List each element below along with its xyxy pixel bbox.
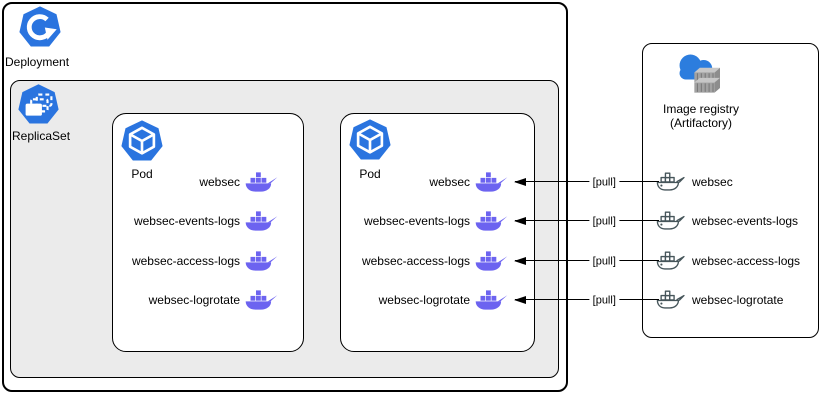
docker-whale-outline-icon [656,290,685,309]
registry-image-row: websec-logrotate [656,287,783,313]
k8s-replicaset-icon [18,84,59,124]
docker-whale-outline-icon [656,172,685,191]
pod-container-row: websec [199,169,278,195]
pod-container-row: websec-events-logs [364,208,508,234]
docker-whale-icon [475,290,508,310]
k8s-pod-icon [121,120,163,161]
docker-whale-icon [475,211,508,231]
pull-arrow: [pull] [514,215,659,229]
pod-container-row: websec-access-logs [362,248,508,274]
image-name: websec-access-logs [692,254,801,268]
arrowhead-icon [514,256,526,265]
registry-image-row: websec-access-logs [656,248,800,274]
container-name: websec [199,175,240,189]
pod-label-2: Pod [359,167,381,181]
pod-container-row: websec-logrotate [379,287,508,313]
docker-whale-outline-icon [656,251,685,270]
pull-arrow: [pull] [514,255,659,269]
pod-container-row: websec-logrotate [149,287,278,313]
docker-whale-icon [245,251,278,271]
cloud-container-registry-icon [679,54,720,93]
docker-whale-icon [245,290,278,310]
image-registry-box [642,43,819,338]
k8s-pod-icon [349,119,391,160]
arrowhead-icon [514,177,526,186]
registry-title-line1: Image registry [662,102,740,116]
container-name: websec [429,175,470,189]
k8s-deployment-icon [19,6,61,47]
docker-whale-outline-icon [656,211,685,230]
pod-container-row: websec-events-logs [134,208,278,234]
pull-label: [pull] [589,215,619,229]
arrowhead-icon [514,295,526,304]
arrowhead-icon [514,216,526,225]
pull-arrow: [pull] [514,294,659,308]
replicaset-label: ReplicaSet [12,129,71,143]
pod-container-row: websec-access-logs [132,248,278,274]
pull-label: [pull] [589,294,619,308]
registry-title-line2: (Artifactory) [669,116,732,130]
deployment-label: Deployment [5,55,70,69]
pull-arrow: [pull] [514,176,659,190]
docker-whale-icon [245,172,278,192]
pod-container-row: websec [429,169,508,195]
docker-whale-icon [475,251,508,271]
container-name: websec-access-logs [361,254,470,268]
image-name: websec [692,175,733,189]
container-name: websec-logrotate [148,293,240,307]
registry-title: Image registry (Artifactory) [642,102,760,130]
registry-image-row: websec [656,169,733,195]
container-name: websec-events-logs [133,214,240,228]
pod-label-1: Pod [131,167,153,181]
image-name: websec-events-logs [692,214,799,228]
docker-whale-icon [475,172,508,192]
container-name: websec-events-logs [363,214,470,228]
shipping-container-icon [694,67,720,93]
container-name: websec-access-logs [131,254,240,268]
pull-label: [pull] [589,176,619,190]
container-name: websec-logrotate [378,293,470,307]
image-name: websec-logrotate [692,293,784,307]
docker-whale-icon [245,211,278,231]
registry-image-row: websec-events-logs [656,208,798,234]
pull-label: [pull] [589,255,619,269]
